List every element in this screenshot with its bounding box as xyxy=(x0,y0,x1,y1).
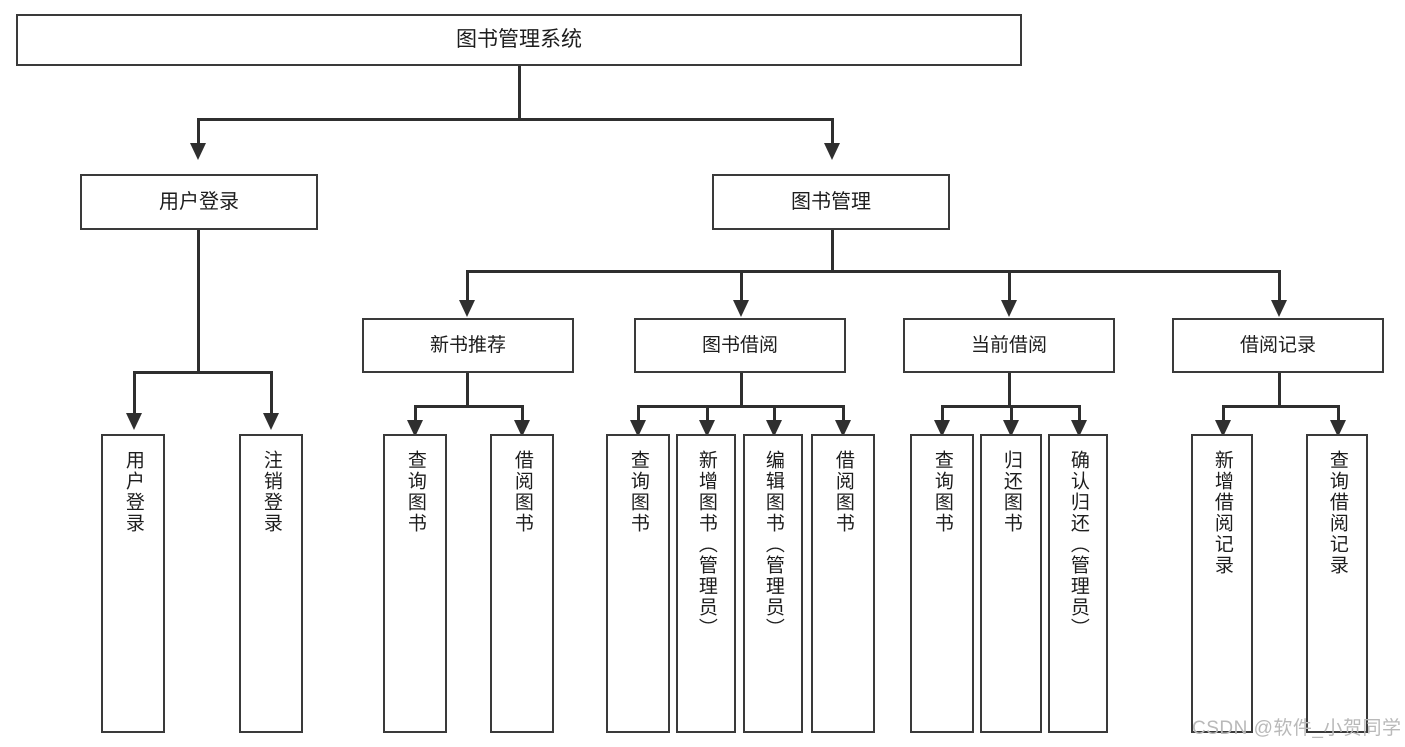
node-user-login[interactable]: 用户登录 xyxy=(80,174,318,230)
connector-borrow-record-stem xyxy=(1278,373,1281,407)
node-label: 用户登录 xyxy=(122,450,144,534)
node-label: 新增图书（管理员） xyxy=(695,450,717,639)
node-label: 用户登录 xyxy=(159,190,239,213)
arrowhead-new-book-leaf-1 xyxy=(514,420,530,437)
csdn-watermark: CSDN @软件_小贺同学 xyxy=(1192,718,1402,739)
node-current-borrow[interactable]: 当前借阅 xyxy=(903,318,1115,373)
leaf-borrow-record-add[interactable]: 新增借阅记录 xyxy=(1191,434,1253,733)
connector-book-borrow-bus xyxy=(637,405,845,408)
node-label: 图书管理 xyxy=(791,190,871,213)
connector-root-stem xyxy=(518,66,521,120)
arrowhead-book-borrow-leaf-1 xyxy=(699,420,715,437)
arrowhead-book-borrow-leaf-3 xyxy=(835,420,851,437)
connector-user-login-bus xyxy=(133,371,273,374)
connector-new-book-stem xyxy=(466,373,469,407)
connector-book-mgmt-bus xyxy=(466,270,1278,273)
node-label: 注销登录 xyxy=(260,450,282,534)
arrowhead-book-borrow-leaf-2 xyxy=(766,420,782,437)
leaf-book-borrow-add[interactable]: 新增图书（管理员） xyxy=(676,434,736,733)
arrowhead-borrow-record-leaf-0 xyxy=(1215,420,1231,437)
connector-book-mgmt-to-lvl2-3 xyxy=(1278,270,1281,302)
arrowhead-current-borrow-leaf-1 xyxy=(1003,420,1019,437)
node-label: 新书推荐 xyxy=(429,334,506,356)
node-label: 图书管理系统 xyxy=(456,27,582,51)
connector-book-mgmt-stem xyxy=(831,230,834,272)
connector-book-mgmt-to-lvl2-2 xyxy=(1008,270,1011,302)
node-label: 图书借阅 xyxy=(701,334,778,356)
connector-current-borrow-stem xyxy=(1008,373,1011,407)
leaf-new-book-query[interactable]: 查询图书 xyxy=(383,434,447,733)
connector-book-borrow-to-leaf-0 xyxy=(637,405,640,425)
arrowhead-current-borrow-leaf-0 xyxy=(934,420,950,437)
leaf-current-borrow-return[interactable]: 归还图书 xyxy=(980,434,1042,733)
node-book-management[interactable]: 图书管理 xyxy=(712,174,950,230)
connector-root-to-user-login xyxy=(197,118,200,145)
leaf-book-borrow-query[interactable]: 查询图书 xyxy=(606,434,670,733)
node-new-book-recommend[interactable]: 新书推荐 xyxy=(362,318,574,373)
node-label: 借阅图书 xyxy=(511,450,533,534)
leaf-user-login-login[interactable]: 用户登录 xyxy=(101,434,165,733)
node-borrow-record[interactable]: 借阅记录 xyxy=(1172,318,1384,373)
connector-borrow-record-to-leaf-1 xyxy=(1337,405,1340,425)
connector-book-mgmt-to-lvl2-1 xyxy=(740,270,743,302)
leaf-current-borrow-query[interactable]: 查询图书 xyxy=(910,434,974,733)
connector-user-login-stem xyxy=(197,230,200,373)
arrowhead-lvl2-3 xyxy=(1271,300,1287,317)
connector-new-book-to-leaf-1 xyxy=(521,405,524,425)
leaf-user-login-logout[interactable]: 注销登录 xyxy=(239,434,303,733)
node-label: 归还图书 xyxy=(1000,450,1022,534)
node-label: 新增借阅记录 xyxy=(1211,450,1233,576)
connector-borrow-record-to-leaf-0 xyxy=(1222,405,1225,425)
arrowhead-user-login xyxy=(190,143,206,160)
connector-user-login-to-leaf-0 xyxy=(133,371,136,415)
arrowhead-current-borrow-leaf-2 xyxy=(1071,420,1087,437)
arrowhead-book-borrow-leaf-0 xyxy=(630,420,646,437)
arrowhead-new-book-leaf-0 xyxy=(407,420,423,437)
connector-new-book-to-leaf-0 xyxy=(414,405,417,425)
connector-user-login-to-leaf-1 xyxy=(270,371,273,415)
leaf-book-borrow-borrow[interactable]: 借阅图书 xyxy=(811,434,875,733)
arrowhead-user-login-leaf-1 xyxy=(263,413,279,430)
connector-current-borrow-to-leaf-1 xyxy=(1010,405,1013,425)
connector-borrow-record-bus xyxy=(1222,405,1340,408)
node-label: 查询借阅记录 xyxy=(1326,450,1348,576)
connector-root-bus xyxy=(197,118,833,121)
arrowhead-book-mgmt xyxy=(824,143,840,160)
arrowhead-lvl2-2 xyxy=(1001,300,1017,317)
arrowhead-lvl2-0 xyxy=(459,300,475,317)
arrowhead-user-login-leaf-0 xyxy=(126,413,142,430)
connector-book-borrow-to-leaf-1 xyxy=(706,405,709,425)
leaf-current-borrow-confirm[interactable]: 确认归还（管理员） xyxy=(1048,434,1108,733)
connector-current-borrow-to-leaf-2 xyxy=(1078,405,1081,425)
connector-book-mgmt-to-lvl2-0 xyxy=(466,270,469,302)
leaf-new-book-borrow[interactable]: 借阅图书 xyxy=(490,434,554,733)
connector-root-to-book-mgmt xyxy=(831,118,834,145)
node-label: 查询图书 xyxy=(404,450,426,534)
arrowhead-lvl2-1 xyxy=(733,300,749,317)
node-book-borrow[interactable]: 图书借阅 xyxy=(634,318,846,373)
connector-current-borrow-to-leaf-0 xyxy=(941,405,944,425)
leaf-borrow-record-query[interactable]: 查询借阅记录 xyxy=(1306,434,1368,733)
node-label: 查询图书 xyxy=(627,450,649,534)
arrowhead-borrow-record-leaf-1 xyxy=(1330,420,1346,437)
connector-book-borrow-to-leaf-2 xyxy=(773,405,776,425)
node-label: 查询图书 xyxy=(931,450,953,534)
leaf-book-borrow-edit[interactable]: 编辑图书（管理员） xyxy=(743,434,803,733)
node-label: 借阅记录 xyxy=(1239,334,1316,356)
node-label: 当前借阅 xyxy=(970,334,1047,356)
node-label: 编辑图书（管理员） xyxy=(762,450,784,639)
connector-new-book-bus xyxy=(414,405,524,408)
node-label: 借阅图书 xyxy=(832,450,854,534)
node-label: 确认归还（管理员） xyxy=(1067,450,1089,639)
connector-book-borrow-stem xyxy=(740,373,743,407)
node-root-system[interactable]: 图书管理系统 xyxy=(16,14,1022,66)
connector-book-borrow-to-leaf-3 xyxy=(842,405,845,425)
